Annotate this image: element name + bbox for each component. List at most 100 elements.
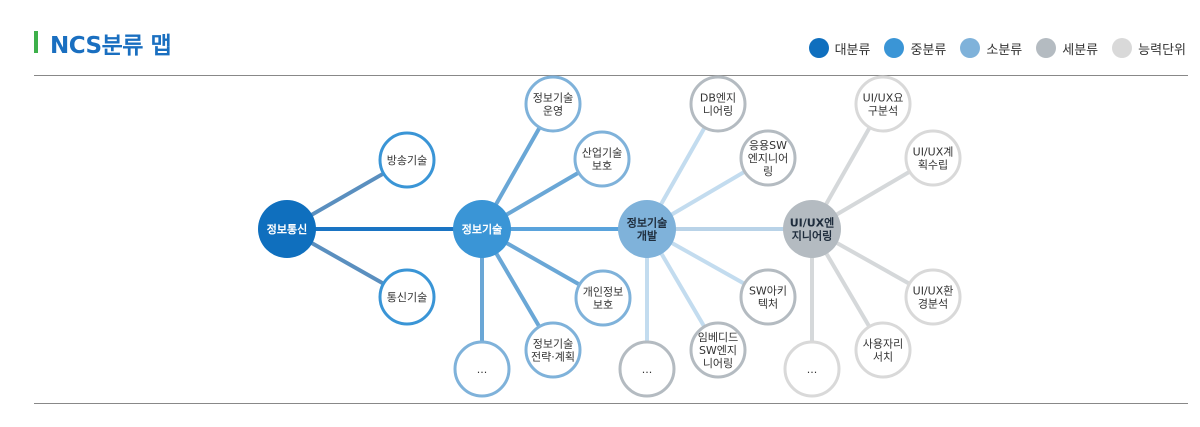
node-label: ... bbox=[807, 363, 818, 376]
child-node[interactable]: 통신기술 bbox=[378, 268, 436, 326]
child-node-circle bbox=[378, 131, 436, 189]
node-label: 엔지니어 bbox=[748, 152, 788, 165]
node-label: 정보기술 bbox=[533, 337, 573, 350]
node-label: 구분석 bbox=[868, 104, 898, 117]
child-node-circle bbox=[524, 321, 582, 379]
child-node[interactable]: ... bbox=[783, 340, 841, 398]
node-label: 획수립 bbox=[918, 158, 948, 171]
node-label: 응용SW bbox=[749, 139, 787, 152]
node-label: SW아키 bbox=[749, 284, 787, 297]
hub-node-circle bbox=[618, 200, 676, 258]
child-node-circle bbox=[904, 268, 962, 326]
hub-node-circle bbox=[258, 200, 316, 258]
child-node-circle bbox=[573, 130, 631, 188]
node-label: UI/UX요 bbox=[863, 91, 904, 104]
node-label: 보호 bbox=[592, 159, 612, 172]
node-label: 니어링 bbox=[703, 357, 733, 370]
legend-label-unit: 능력단위 bbox=[1138, 42, 1186, 58]
child-node-circle bbox=[378, 268, 436, 326]
child-node-circle bbox=[904, 129, 962, 187]
node-label: 통신기술 bbox=[387, 291, 427, 304]
child-node-circle bbox=[783, 340, 841, 398]
legend-item-minor: 소분류 bbox=[960, 38, 1022, 58]
child-node-circle bbox=[689, 75, 747, 133]
node-label: SW엔지 bbox=[699, 344, 737, 357]
hub-node-circle bbox=[783, 200, 841, 258]
legend-label-detail: 세분류 bbox=[1062, 42, 1099, 58]
child-node[interactable]: ... bbox=[618, 340, 676, 398]
node-label: ... bbox=[477, 363, 488, 376]
node-label: 텍처 bbox=[758, 297, 778, 310]
child-node-circle bbox=[618, 340, 676, 398]
node-label: 운영 bbox=[543, 104, 563, 117]
node-label: 정보기술 bbox=[462, 222, 502, 236]
child-node[interactable]: ... bbox=[453, 340, 511, 398]
top-divider bbox=[34, 75, 1188, 76]
node-label: UI/UX계 bbox=[913, 145, 954, 158]
legend-dot-detail bbox=[1036, 38, 1057, 58]
legend-dot-major bbox=[808, 38, 829, 58]
node-label: 임베디드 bbox=[698, 331, 738, 344]
hub-node-major[interactable]: 정보통신 bbox=[258, 200, 316, 258]
child-node-circle bbox=[574, 269, 632, 327]
legend-item-middle: 중분류 bbox=[884, 38, 946, 58]
page-title: NCS분류 맵 bbox=[50, 33, 172, 59]
child-node-circle bbox=[854, 75, 912, 133]
node-label: 개인정보 bbox=[583, 285, 623, 298]
node-label: 전략·계획 bbox=[531, 350, 575, 363]
node-label: 니어링 bbox=[703, 104, 733, 117]
hub-node-circle bbox=[453, 200, 511, 258]
legend-item-unit: 능력단위 bbox=[1112, 38, 1186, 58]
hub-node-middle[interactable]: 정보기술 bbox=[453, 200, 511, 258]
legend-label-middle: 중분류 bbox=[910, 42, 947, 58]
child-node-circle bbox=[689, 321, 747, 379]
legend-item-major: 대분류 bbox=[808, 38, 871, 58]
node-label: 서치 bbox=[873, 350, 893, 363]
legend-item-detail: 세분류 bbox=[1036, 38, 1098, 58]
legend-label-minor: 소분류 bbox=[986, 42, 1023, 58]
child-node-circle bbox=[453, 340, 511, 398]
title-accent-bar bbox=[34, 31, 38, 53]
legend-dot-middle bbox=[884, 38, 905, 58]
legend-label-major: 대분류 bbox=[834, 42, 871, 58]
node-label: 경분석 bbox=[918, 297, 948, 310]
node-label: UI/UX엔 bbox=[790, 215, 835, 229]
node-label: 보호 bbox=[593, 298, 613, 311]
node-label: DB엔지 bbox=[700, 91, 736, 104]
node-label: 개발 bbox=[637, 228, 657, 242]
node-label: 링 bbox=[763, 165, 773, 178]
legend: 대분류 중분류 소분류 세분류 능력단위 bbox=[808, 38, 1186, 58]
child-node-circle bbox=[524, 75, 582, 133]
node-label: 산업기술 bbox=[582, 146, 622, 159]
node-label: 정보통신 bbox=[267, 222, 307, 236]
node-label: 정보기술 bbox=[627, 215, 667, 229]
legend-dot-minor bbox=[960, 38, 981, 58]
child-node-circle bbox=[739, 268, 797, 326]
node-label: UI/UX환 bbox=[913, 284, 954, 297]
node-label: 지니어링 bbox=[792, 228, 832, 242]
bottom-divider bbox=[34, 403, 1188, 404]
legend-dot-unit bbox=[1112, 38, 1133, 58]
node-label: ... bbox=[642, 363, 653, 376]
child-node[interactable]: 방송기술 bbox=[378, 131, 436, 189]
node-label: 사용자리 bbox=[863, 337, 903, 350]
node-label: 정보기술 bbox=[533, 91, 573, 104]
child-node-circle bbox=[854, 321, 912, 379]
node-label: 방송기술 bbox=[387, 154, 427, 167]
nodes-layer: 방송기술통신기술정보기술운영산업기술보호개인정보보호정보기술전략·계획...DB… bbox=[258, 75, 962, 398]
